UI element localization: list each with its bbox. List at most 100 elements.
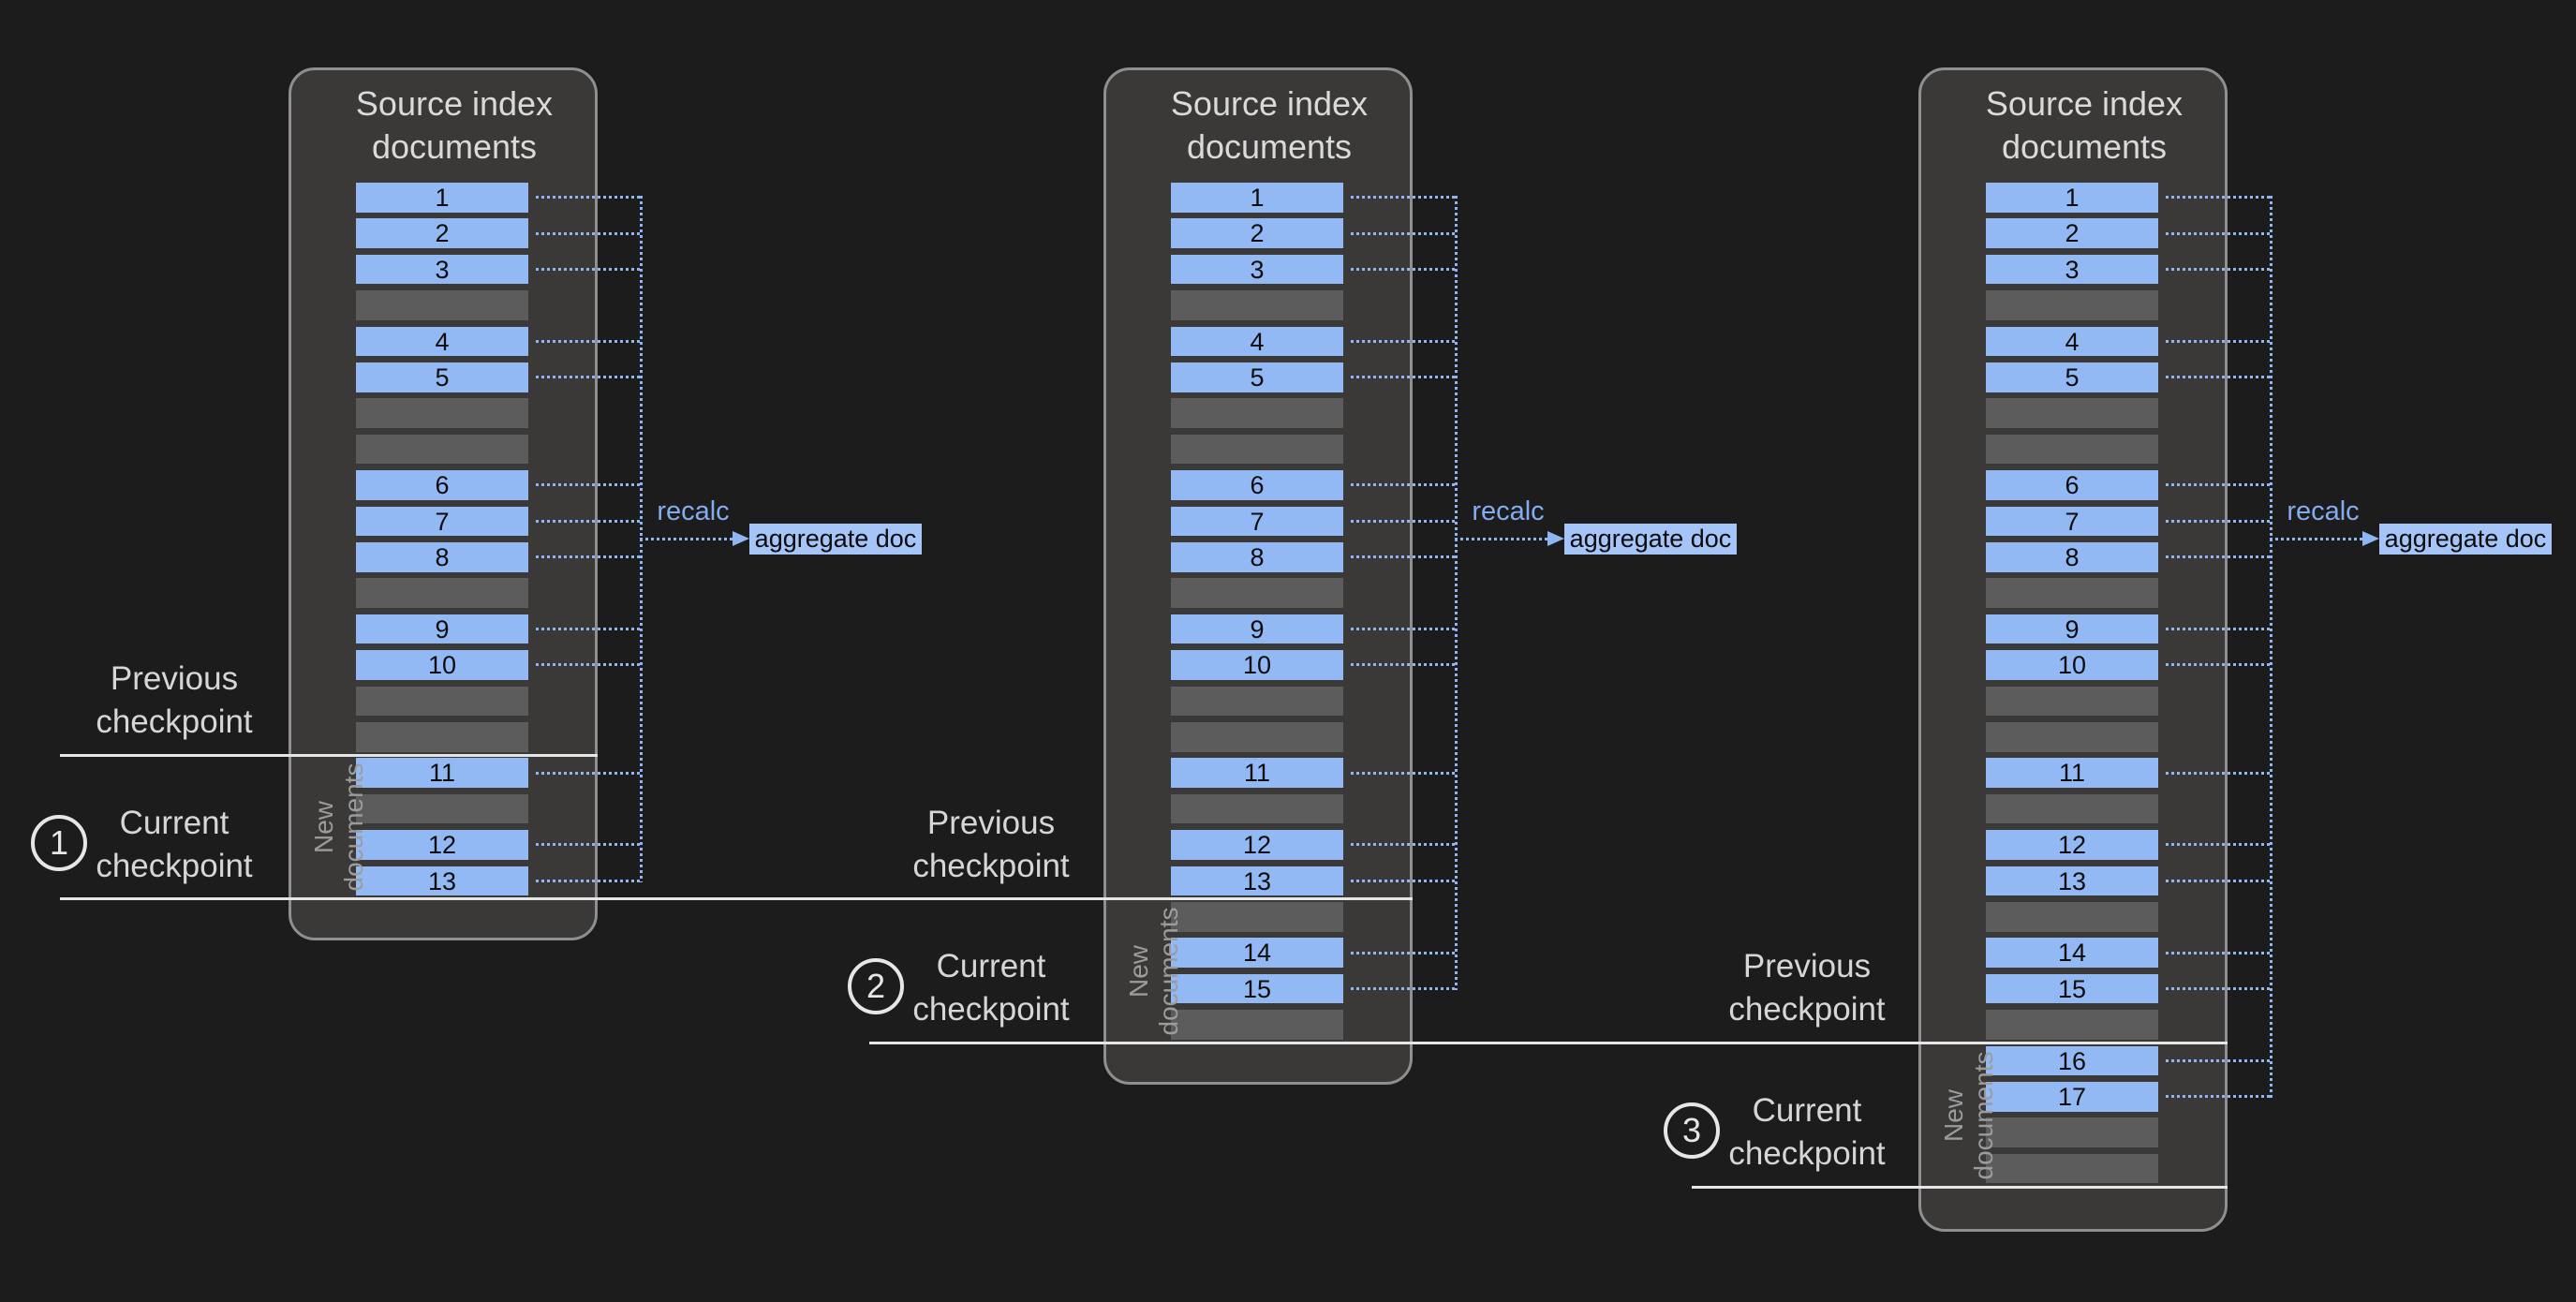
doc-connector-line	[1351, 628, 1455, 631]
doc-block: 13	[1171, 866, 1343, 896]
checkpoint-line	[60, 753, 598, 757]
doc-connector-line	[2166, 879, 2270, 882]
placeholder-block	[1171, 434, 1343, 465]
placeholder-block	[356, 398, 528, 428]
doc-block: 17	[1986, 1082, 2158, 1112]
doc-connector-line	[2166, 483, 2270, 487]
doc-connector-line	[1351, 196, 1455, 200]
placeholder-block	[1171, 578, 1343, 608]
doc-block: 14	[1171, 938, 1343, 968]
doc-connector-line	[536, 376, 640, 379]
doc-connector-line	[536, 771, 640, 775]
placeholder-block	[1986, 902, 2158, 932]
doc-connector-line	[1351, 483, 1455, 487]
aggregate-doc-badge: aggregate doc	[1564, 524, 1737, 555]
doc-connector-line	[2166, 376, 2270, 379]
doc-block: 7	[1986, 506, 2158, 537]
doc-connector-line	[2166, 843, 2270, 847]
doc-block: 8	[1986, 542, 2158, 572]
placeholder-block	[1171, 902, 1343, 932]
doc-connector-line	[1351, 268, 1455, 272]
recalc-arrow-line	[640, 537, 733, 540]
checkpoint-number-badge: 3	[1664, 1102, 1720, 1159]
placeholder-block	[1171, 722, 1343, 752]
doc-block: 7	[356, 506, 528, 537]
doc-block: 9	[1986, 614, 2158, 644]
doc-connector-line	[2166, 951, 2270, 954]
doc-connector-line	[2166, 771, 2270, 775]
doc-connector-line	[2166, 339, 2270, 343]
placeholder-block	[1986, 578, 2158, 608]
current-checkpoint-label: Current checkpoint	[96, 804, 253, 884]
new-documents-label: New documents	[1124, 907, 1183, 1036]
doc-connector-line	[2166, 555, 2270, 559]
doc-block: 7	[1171, 506, 1343, 537]
bracket-line	[2270, 196, 2273, 1099]
doc-block: 15	[1171, 973, 1343, 1004]
doc-block: 5	[1171, 362, 1343, 392]
doc-block: 5	[1986, 362, 2158, 392]
placeholder-block	[356, 290, 528, 320]
doc-block: 2	[356, 218, 528, 248]
current-checkpoint-label: Current checkpoint	[1728, 1092, 1886, 1172]
recalc-label: recalc	[2287, 496, 2360, 526]
checkpoint-line	[60, 897, 1413, 900]
new-documents-label: New documents	[1939, 1051, 1998, 1180]
new-documents-label: New documents	[309, 762, 368, 892]
doc-connector-line	[1351, 519, 1455, 523]
doc-block: 6	[356, 470, 528, 500]
doc-block: 13	[1986, 866, 2158, 896]
doc-connector-line	[2166, 987, 2270, 991]
doc-connector-line	[1351, 339, 1455, 343]
placeholder-block	[1171, 398, 1343, 428]
doc-connector-line	[1351, 771, 1455, 775]
recalc-arrowhead	[1547, 531, 1564, 546]
placeholder-block	[356, 686, 528, 717]
recalc-arrowhead	[2362, 531, 2379, 546]
panel-title: Source index documents	[355, 84, 554, 166]
placeholder-block	[1171, 686, 1343, 717]
placeholder-block	[1986, 1010, 2158, 1040]
doc-block: 6	[1986, 470, 2158, 500]
doc-block: 3	[1986, 254, 2158, 285]
placeholder-block	[1171, 290, 1343, 320]
aggregate-doc-badge: aggregate doc	[749, 524, 922, 555]
doc-block: 3	[1171, 254, 1343, 285]
recalc-arrow-line	[2270, 537, 2362, 540]
previous-checkpoint-label: Previous checkpoint	[96, 660, 253, 740]
recalc-label: recalc	[657, 496, 730, 526]
doc-block: 11	[1986, 758, 2158, 788]
placeholder-block	[1986, 434, 2158, 465]
doc-connector-line	[1351, 555, 1455, 559]
placeholder-block	[1171, 793, 1343, 824]
doc-block: 8	[1171, 542, 1343, 572]
doc-connector-line	[2166, 519, 2270, 523]
doc-connector-line	[1351, 843, 1455, 847]
doc-block: 11	[356, 758, 528, 788]
doc-connector-line	[2166, 663, 2270, 667]
checkpoint-line	[1692, 1185, 2228, 1189]
doc-block: 1	[1171, 183, 1343, 213]
checkpoint-line	[869, 1041, 2228, 1044]
panel-title: Source index documents	[1985, 84, 2184, 166]
doc-connector-line	[1351, 951, 1455, 954]
placeholder-block	[1986, 686, 2158, 717]
doc-block: 10	[1171, 650, 1343, 680]
doc-connector-line	[536, 231, 640, 235]
doc-block: 10	[1986, 650, 2158, 680]
doc-block: 15	[1986, 973, 2158, 1004]
doc-connector-line	[1351, 376, 1455, 379]
doc-connector-line	[536, 268, 640, 272]
doc-block: 3	[356, 254, 528, 285]
doc-connector-line	[2166, 628, 2270, 631]
previous-checkpoint-label: Previous checkpoint	[1728, 948, 1886, 1028]
placeholder-block	[1986, 722, 2158, 752]
recalc-arrow-line	[1455, 537, 1547, 540]
aggregate-doc-badge: aggregate doc	[2379, 524, 2552, 555]
doc-block: 2	[1986, 218, 2158, 248]
recalc-arrowhead	[733, 531, 749, 546]
doc-block: 5	[356, 362, 528, 392]
doc-block: 4	[356, 326, 528, 357]
doc-connector-line	[2166, 196, 2270, 200]
